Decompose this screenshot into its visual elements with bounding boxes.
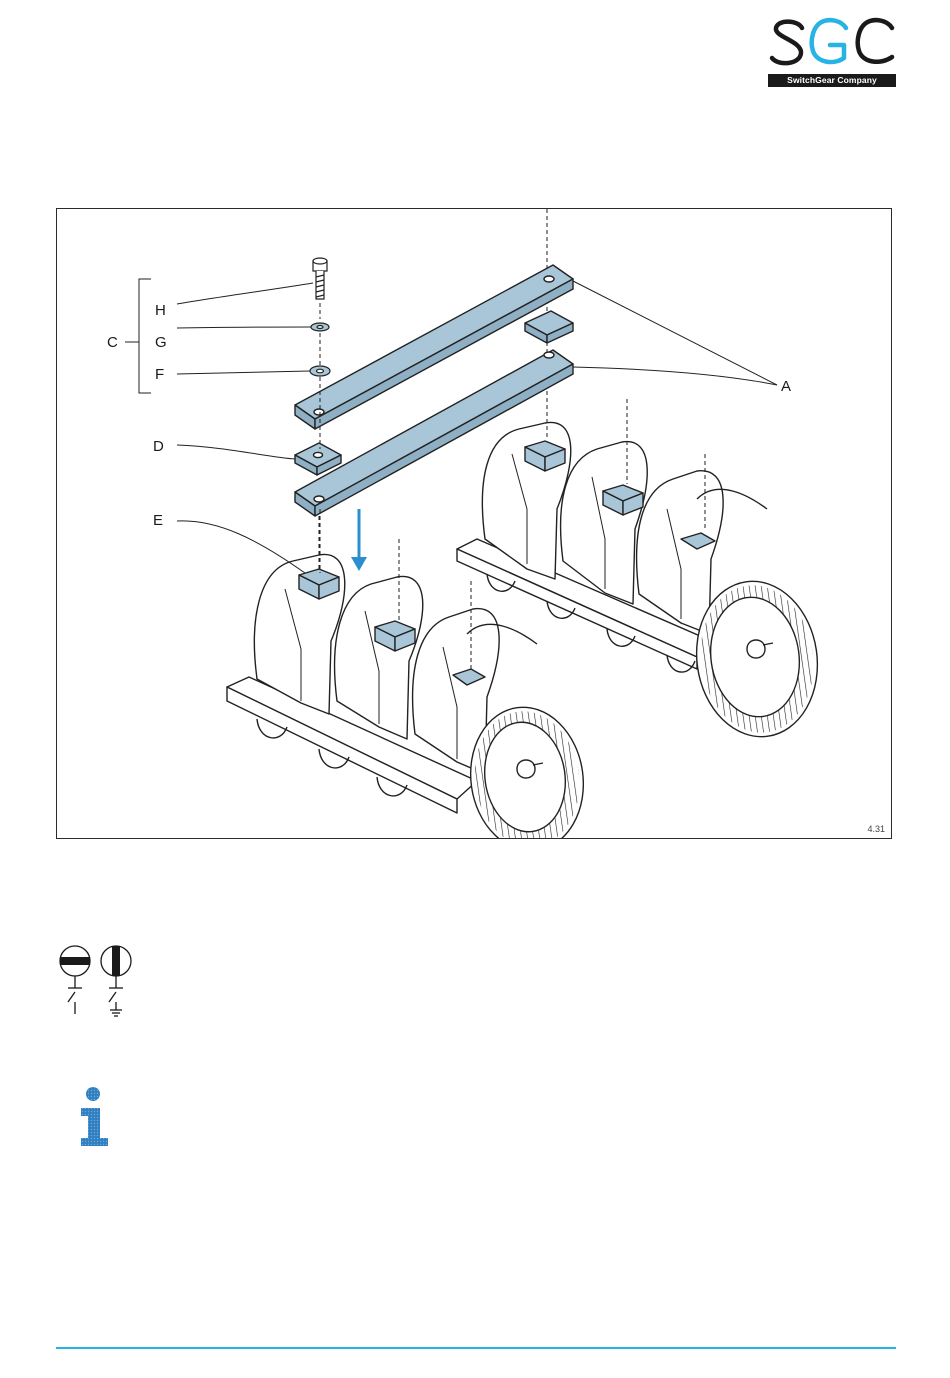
switch-busbar-drawing: H G F C D E A: [57, 209, 892, 839]
switch-disconnector-closed-icon: [60, 946, 90, 1014]
logo-tagline: SwitchGear Company: [768, 74, 896, 87]
label-g: G: [155, 334, 167, 351]
assembly-arrow: [351, 509, 367, 571]
sgc-logo-letters: [768, 16, 896, 72]
earthing-switch-closed-icon: [101, 946, 131, 1016]
label-d: D: [153, 438, 164, 455]
label-c: C: [107, 334, 118, 351]
sgc-logo: SwitchGear Company: [768, 16, 896, 88]
label-f: F: [155, 366, 164, 383]
assembly-figure: H G F C D E A 4.31: [56, 208, 892, 839]
info-icon: [78, 1086, 112, 1148]
spacer-plate-right: [525, 311, 573, 343]
switch-position-symbols: [58, 944, 134, 1020]
figure-number: 4.31: [867, 824, 885, 834]
footer-rule: [56, 1347, 896, 1349]
busbar-upper: [295, 265, 573, 429]
label-a: A: [781, 378, 791, 395]
label-e: E: [153, 512, 163, 529]
label-h: H: [155, 302, 166, 319]
